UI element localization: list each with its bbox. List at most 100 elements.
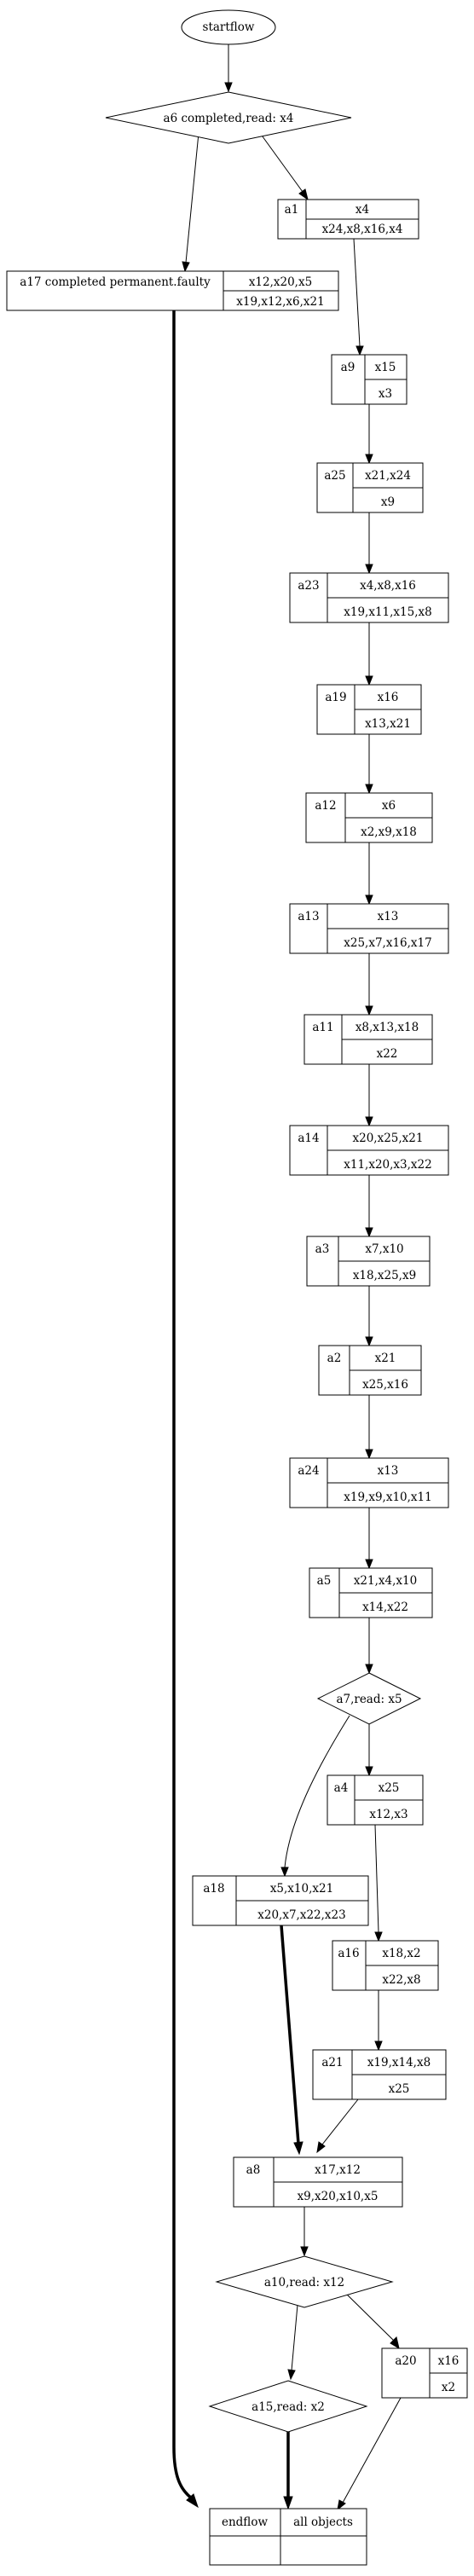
edge-a1-to-a9: [353, 238, 361, 347]
arrowhead: [365, 1449, 373, 1460]
node-bottom: x22,x8: [382, 1973, 420, 1987]
node-id: a8: [246, 2163, 261, 2177]
node-top: x12,x20,x5: [249, 275, 312, 289]
node-top: x13: [378, 1464, 399, 1478]
node-top: x21,x24: [365, 469, 411, 483]
node-bottom: x19,x11,x15,x8: [344, 605, 431, 619]
node-a4: a4 x25 x12,x3: [327, 1774, 424, 1826]
edge-a21-to-a8: [321, 2098, 359, 2145]
arrowhead: [337, 2499, 346, 2511]
decision-a15: a15,read: x2: [208, 2380, 368, 2433]
node-a12: a12 x6 x2,x9,x18: [305, 792, 433, 843]
node-top: x4: [356, 203, 369, 217]
node-a2: a2 x21 x25,x16: [318, 1345, 422, 1396]
decision-diamond: [215, 2255, 394, 2308]
node-bottom: x18,x25,x9: [353, 1269, 416, 1282]
arrowhead: [283, 2496, 293, 2510]
start-node: startflow: [181, 9, 276, 45]
arrowhead: [182, 261, 190, 273]
node-bottom: x19,x12,x6,x21: [236, 295, 324, 309]
arrowhead: [365, 784, 373, 795]
node-bottom: x25,x16: [362, 1378, 408, 1392]
node-id: a25: [324, 469, 345, 483]
arrowhead: [224, 82, 233, 93]
node-bottom: x11,x20,x3,x22: [344, 1158, 431, 1172]
arrowhead: [365, 564, 373, 575]
arrowhead: [365, 1227, 373, 1238]
arrowhead: [365, 675, 373, 686]
node-a19: a19 x16 x13,x21: [316, 684, 422, 735]
arrowhead: [293, 2141, 303, 2156]
node-id: a4: [334, 1781, 349, 1795]
node-a24: a24 x13 x19,x9,x10,x11: [289, 1457, 449, 1508]
node-top: x4,x8,x16: [360, 579, 416, 593]
node-top: x20,x25,x21: [353, 1132, 424, 1145]
node-top: x18,x2: [382, 1947, 420, 1960]
node-a13: a13 x13 x25,x7,x16,x17: [289, 903, 449, 954]
node-bottom: x9: [381, 495, 395, 509]
edge-a4-to-a16: [374, 1824, 379, 1933]
node-id: a13: [298, 910, 319, 923]
node-a11: a11 x8,x13,x18 x22: [303, 1014, 433, 1065]
edge-a6-to-a17: [185, 132, 199, 263]
edge-a18-to-a8: [280, 1925, 300, 2145]
decision-a6: a6 completed,read: x4: [105, 91, 352, 144]
arrowhead: [280, 1867, 289, 1878]
node-id: a1: [285, 203, 299, 217]
node-id: a24: [298, 1464, 319, 1478]
arrowhead: [365, 1336, 373, 1347]
node-id: a23: [298, 579, 319, 593]
node-id: a12: [315, 799, 336, 813]
node-bottom: x9,x20,x10,x5: [298, 2190, 379, 2203]
node-bottom: x13,x21: [365, 717, 411, 731]
decision-diamond: [316, 1672, 422, 1725]
arrowhead: [365, 454, 373, 465]
node-top: x17,x12: [315, 2163, 361, 2177]
node-id: a5: [317, 1574, 332, 1588]
arrowhead: [365, 1766, 373, 1777]
node-id: a9: [341, 361, 356, 374]
decision-diamond: [105, 91, 352, 144]
node-top: x21,x4,x10: [354, 1574, 417, 1588]
end-node: endflow all objects: [209, 2508, 367, 2566]
node-id: a16: [338, 1947, 359, 1960]
end-box: [209, 2508, 367, 2566]
node-top: x13: [378, 910, 399, 923]
node-bottom: x2,x9,x18: [361, 825, 417, 839]
node-a25: a25 x21,x24 x9: [316, 462, 424, 513]
decision-label: a15,read: x2: [251, 2400, 325, 2414]
node-bottom: x19,x9,x10,x11: [344, 1491, 431, 1504]
node-bottom: x22: [377, 1047, 398, 1061]
node-top: x7,x10: [365, 1242, 403, 1256]
node-bottom: x14,x22: [362, 1601, 408, 1614]
node-id: a17 completed permanent.faulty: [20, 275, 211, 289]
edge-a10-to-a20: [340, 2288, 395, 2342]
edge-a20-to-end: [342, 2397, 402, 2504]
arrowhead: [186, 2493, 199, 2509]
node-bottom: x24,x8,x16,x4: [322, 223, 403, 236]
node-id: a3: [315, 1242, 330, 1256]
node-a14: a14 x20,x25,x21 x11,x20,x3,x22: [289, 1125, 449, 1176]
arrowhead: [374, 1931, 383, 1942]
arrowhead: [390, 2336, 400, 2350]
start-label: startflow: [203, 20, 255, 34]
decision-label: a7,read: x5: [336, 1693, 402, 1706]
node-a1: a1 x4 x24,x8,x16,x4: [277, 199, 419, 240]
decision-a7: a7,read: x5: [316, 1672, 422, 1725]
node-a20: a20 x16 x2: [381, 2347, 468, 2399]
decision-a10: a10,read: x12: [215, 2255, 394, 2308]
node-top: x8,x13,x18: [356, 1021, 419, 1034]
node-id: a18: [203, 1882, 224, 1896]
arrowhead: [300, 2246, 309, 2257]
node-bottom: x25: [389, 2082, 410, 2096]
arrowhead: [365, 1559, 373, 1570]
node-a16: a16 x18,x2 x22,x8: [332, 1940, 439, 1991]
decision-label: a6 completed,read: x4: [164, 112, 294, 125]
node-top: x6: [382, 799, 396, 813]
node-top: x15: [375, 361, 396, 374]
node-id: a21: [321, 2056, 343, 2069]
decision-diamond: [208, 2380, 368, 2433]
arrowhead: [374, 2041, 383, 2052]
node-a23: a23 x4,x8,x16 x19,x11,x15,x8: [289, 572, 449, 623]
